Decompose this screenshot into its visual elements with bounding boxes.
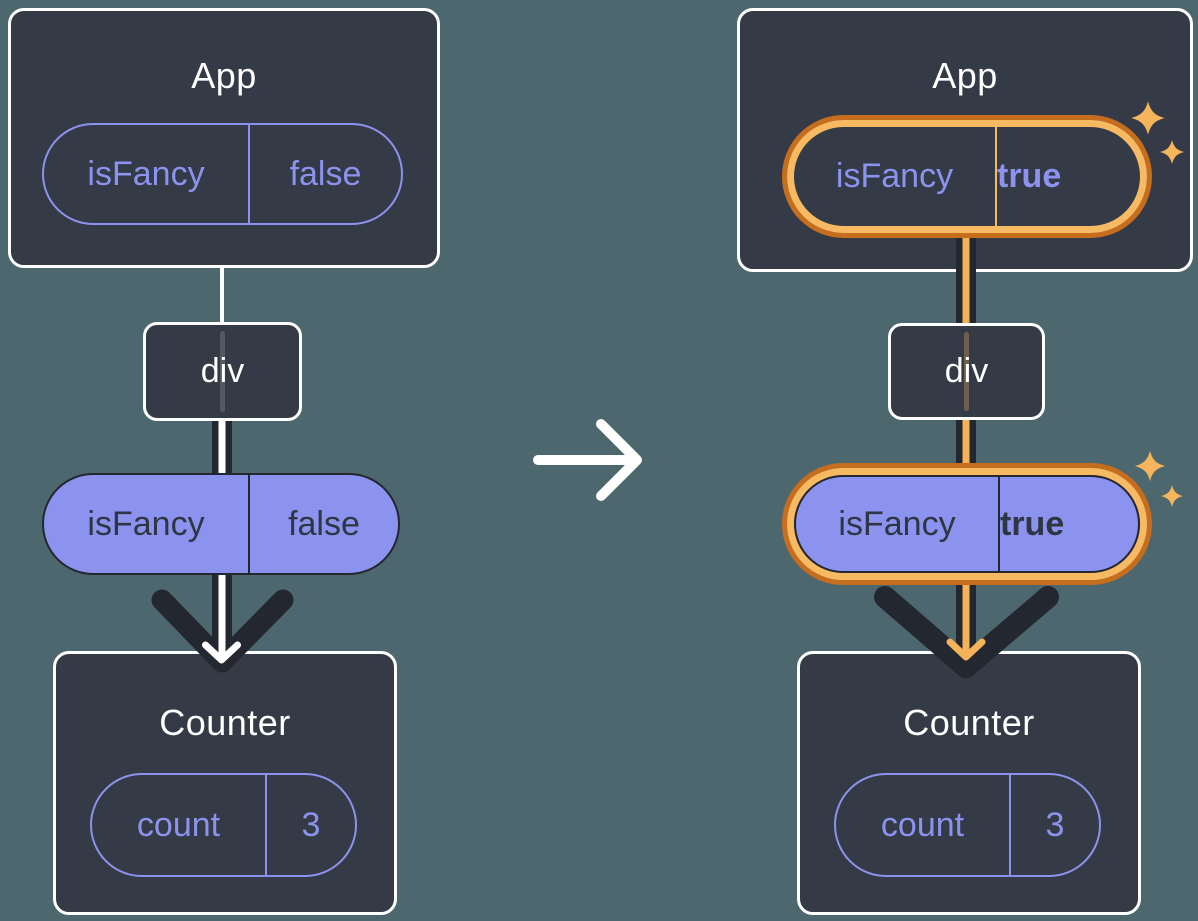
highlight-ring-inner: isFancy true (787, 120, 1147, 233)
prop-name: isFancy (835, 157, 954, 195)
state-name: count (880, 805, 965, 844)
highlight-ring: isFancy true (782, 115, 1152, 238)
sparkle-icon (1134, 450, 1166, 482)
state-value: 3 (265, 775, 355, 875)
prop-value: true (995, 127, 1061, 226)
prop-value: false (248, 475, 398, 573)
prop-name: isFancy (87, 154, 205, 193)
state-pill-counter-right: count 3 (834, 773, 1101, 877)
div-element-box-right: div (888, 323, 1045, 420)
highlight-ring-inner: isFancy true (787, 468, 1147, 580)
prop-pill-app-right: isFancy true (794, 127, 1140, 226)
prop-value: true (998, 477, 1064, 571)
app-title: App (191, 55, 257, 96)
prop-pill-app-left: isFancy false (42, 123, 403, 225)
prop-name: isFancy (87, 504, 205, 543)
highlight-ring: isFancy true (782, 463, 1152, 585)
counter-title: Counter (159, 702, 291, 743)
counter-title: Counter (903, 702, 1035, 743)
prop-thread-faint (220, 331, 225, 412)
div-label: div (200, 352, 245, 390)
state-value: 3 (1009, 775, 1099, 875)
prop-pill-passed-right: isFancy true (794, 475, 1140, 573)
prop-name: isFancy (838, 504, 956, 543)
prop-thread-faint (964, 332, 969, 411)
app-title: App (932, 55, 998, 96)
prop-value: false (248, 125, 401, 223)
state-pill-counter-left: count 3 (90, 773, 357, 877)
sparkle-icon (1161, 485, 1183, 507)
state-name: count (136, 805, 221, 844)
transition-arrow-icon (533, 419, 642, 501)
div-label: div (944, 352, 989, 390)
prop-pill-passed-left: isFancy false (42, 473, 400, 575)
div-element-box-left: div (143, 322, 302, 421)
